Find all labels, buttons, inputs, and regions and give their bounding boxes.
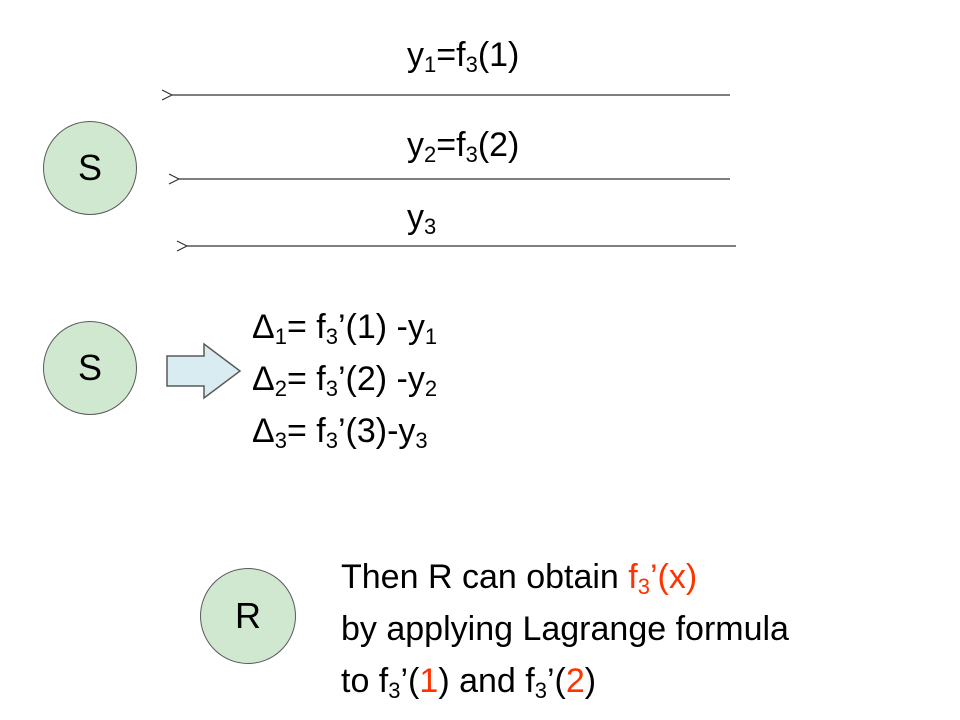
delta-equation-1: Δ1= f3’(1) -y1 — [252, 308, 438, 349]
delta-equation-3: Δ3= f3’(3)-y3 — [252, 412, 428, 453]
node-s-top-label: S — [77, 147, 102, 188]
message-label-2: y2=f3(2) — [407, 126, 520, 167]
delta-equation-2: Δ2= f3’(2) -y2 — [252, 360, 438, 401]
node-r-label: R — [235, 595, 261, 636]
node-s-top: S — [43, 121, 137, 215]
node-s-middle-label: S — [77, 347, 102, 388]
message-label-1: y1=f3(1) — [407, 36, 520, 77]
note-line-3: to f3’(1) and f3’(2) — [341, 662, 597, 703]
note-line-1: Then R can obtain f3’(x) — [341, 558, 698, 599]
block-right-arrow — [166, 342, 242, 400]
note-line-2: by applying Lagrange formula — [341, 610, 789, 648]
node-s-middle: S — [43, 321, 137, 415]
node-r: R — [200, 568, 296, 664]
message-label-3: y3 — [407, 198, 437, 239]
